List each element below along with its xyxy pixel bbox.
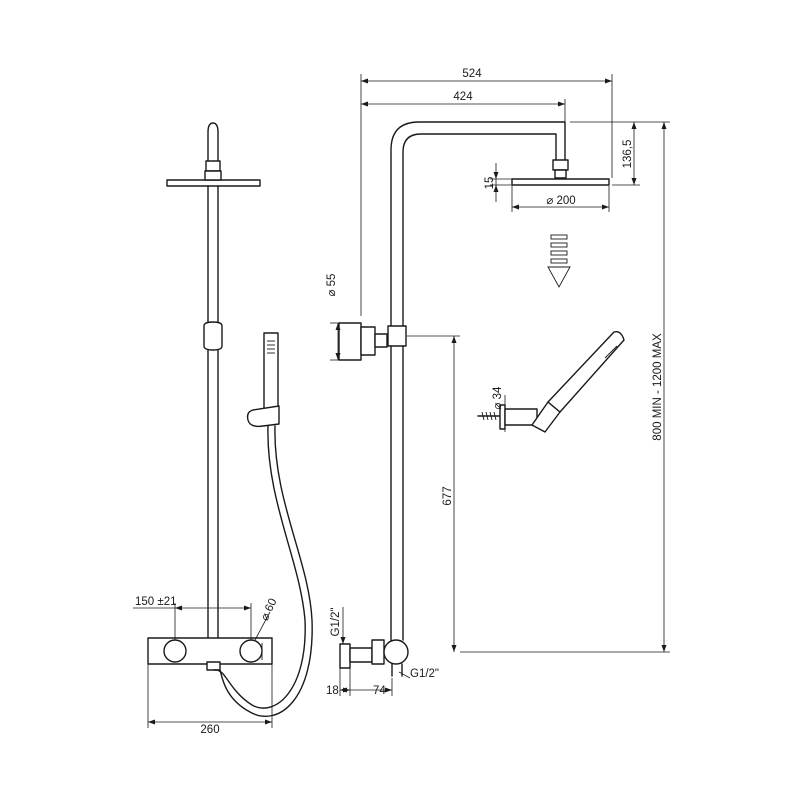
detail-hand-shower bbox=[547, 330, 625, 413]
dim-holder-diameter: ⌀ 34 bbox=[492, 386, 504, 410]
hand-shower-detail bbox=[477, 330, 625, 433]
dim-head-diameter: ⌀ 200 bbox=[546, 195, 575, 207]
dim-arm-length: 424 bbox=[453, 91, 473, 103]
dim-height-range: 800 MIN - 1200 MAX bbox=[652, 333, 664, 441]
dim-knob-diameter: ⌀ 60 bbox=[259, 597, 280, 623]
front-shower-head bbox=[166, 179, 261, 187]
dim-spout-offset: 74 bbox=[373, 685, 386, 697]
front-view bbox=[147, 122, 313, 717]
front-riser-bracket bbox=[203, 321, 223, 351]
side-top-bracket-plate bbox=[338, 322, 362, 361]
dim-mixer-width: 260 bbox=[200, 724, 219, 736]
side-head-connector bbox=[552, 159, 569, 171]
dimension-lines bbox=[133, 74, 670, 728]
side-mixer-connector bbox=[349, 647, 373, 663]
dim-wall-offset: 18 bbox=[326, 685, 339, 697]
side-shower-head bbox=[511, 178, 610, 186]
front-hose-outer bbox=[213, 425, 306, 709]
detail-holder-arm bbox=[504, 408, 538, 426]
side-view bbox=[338, 121, 610, 677]
front-hose-inner bbox=[219, 425, 313, 717]
dim-bracket-diameter: ⌀ 55 bbox=[326, 274, 338, 297]
dim-centres: 150 ±21 bbox=[135, 596, 177, 608]
dim-head-height: 136,5 bbox=[622, 140, 634, 169]
side-head-joint bbox=[554, 169, 567, 179]
front-head-connector bbox=[205, 160, 221, 172]
side-mixer-body bbox=[371, 639, 385, 665]
front-hand-shower-holder bbox=[246, 405, 280, 428]
front-right-knob bbox=[239, 639, 263, 663]
side-top-bracket-stem bbox=[374, 333, 388, 348]
dim-riser-length: 677 bbox=[442, 486, 454, 505]
dim-head-thickness: 15 bbox=[484, 177, 496, 190]
side-top-bracket-arm bbox=[360, 326, 376, 356]
side-arm-outer bbox=[390, 121, 566, 333]
side-riser-clamp bbox=[387, 325, 407, 347]
front-mixer-outlet bbox=[206, 661, 221, 671]
water-flow-arrow-icon bbox=[547, 234, 571, 288]
front-arm-stub bbox=[207, 122, 219, 163]
detail-screw-thread bbox=[481, 411, 497, 421]
front-head-joint bbox=[204, 170, 222, 181]
side-arm-inner bbox=[402, 133, 557, 333]
front-left-knob bbox=[163, 639, 187, 663]
dim-connection-side: G1/2" bbox=[410, 668, 439, 680]
side-mixer-wall-plate bbox=[339, 643, 351, 669]
dim-connection-top: G1/2" bbox=[330, 607, 342, 636]
side-mixer-knob bbox=[383, 639, 409, 665]
dim-overall-width: 524 bbox=[462, 68, 482, 80]
detail-nozzle-line bbox=[604, 345, 618, 359]
front-hand-shower-nozzles bbox=[267, 340, 275, 354]
